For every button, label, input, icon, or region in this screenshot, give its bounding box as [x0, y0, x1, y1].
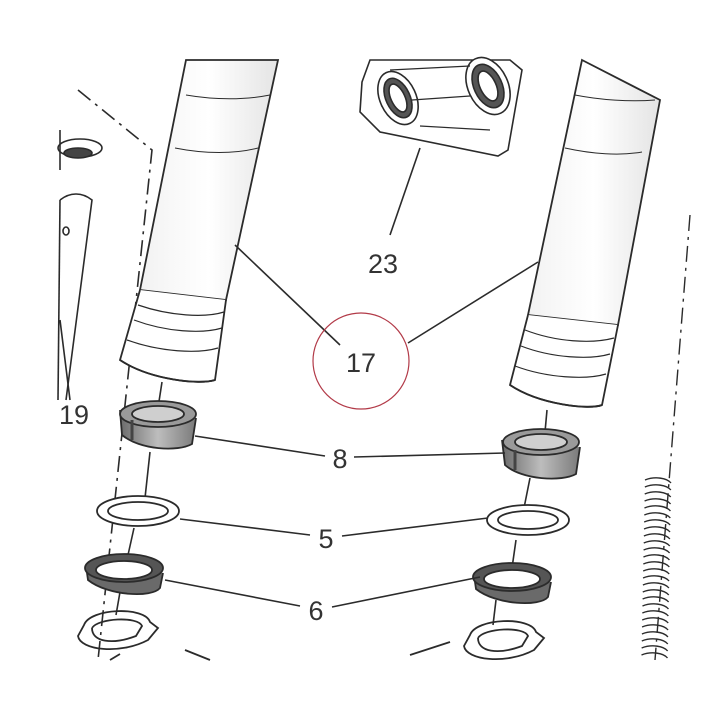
spring-coil [642, 596, 670, 603]
callout-19: 19 [59, 400, 89, 430]
spring-coil [642, 575, 670, 582]
spring-coil [643, 554, 671, 561]
fork-tube-left [118, 59, 280, 383]
spring-coil [642, 610, 669, 617]
spring-coil [643, 519, 671, 526]
fork-tube-right [508, 58, 662, 408]
triple-clamp-23 [359, 56, 523, 157]
spring-coil [644, 491, 672, 498]
washer-left [96, 495, 180, 527]
spring-coil [641, 631, 669, 638]
fork-leg-19 [57, 89, 153, 661]
spring-coil [642, 603, 670, 610]
spring-coil [643, 547, 671, 554]
spring-coil [641, 617, 669, 624]
callout-5: 5 [318, 524, 333, 554]
callout-6: 6 [308, 596, 323, 626]
fork-spring [641, 214, 691, 661]
spring-coil [643, 540, 671, 547]
dust-seal-left [119, 400, 197, 450]
spring-coil [644, 512, 671, 519]
spring-coil [641, 638, 669, 645]
oil-seal-left [84, 553, 164, 596]
circlip-right [409, 620, 546, 661]
spring-coil [641, 645, 669, 652]
spring-coil [642, 589, 670, 596]
circlip-left [77, 610, 211, 661]
spring-coil [641, 624, 669, 631]
spring-coil [641, 652, 669, 659]
spring-coil [643, 533, 671, 540]
callout-highlight-circle [312, 312, 410, 410]
spring-coil [643, 561, 670, 568]
spring-coil [644, 505, 671, 512]
spring-coil [642, 568, 670, 575]
spring-coil [642, 582, 670, 589]
callout-23: 23 [368, 249, 398, 279]
oil-seal-right [472, 562, 552, 605]
spring-coil [644, 484, 672, 491]
dust-seal-right [501, 428, 581, 480]
spring-coil [644, 498, 672, 505]
spring-coil [643, 526, 671, 533]
callout-17: 17 [346, 348, 376, 378]
washer-right [486, 504, 570, 536]
spring-coil [644, 477, 672, 484]
leader-lines [59, 147, 539, 608]
callout-8: 8 [332, 444, 347, 474]
